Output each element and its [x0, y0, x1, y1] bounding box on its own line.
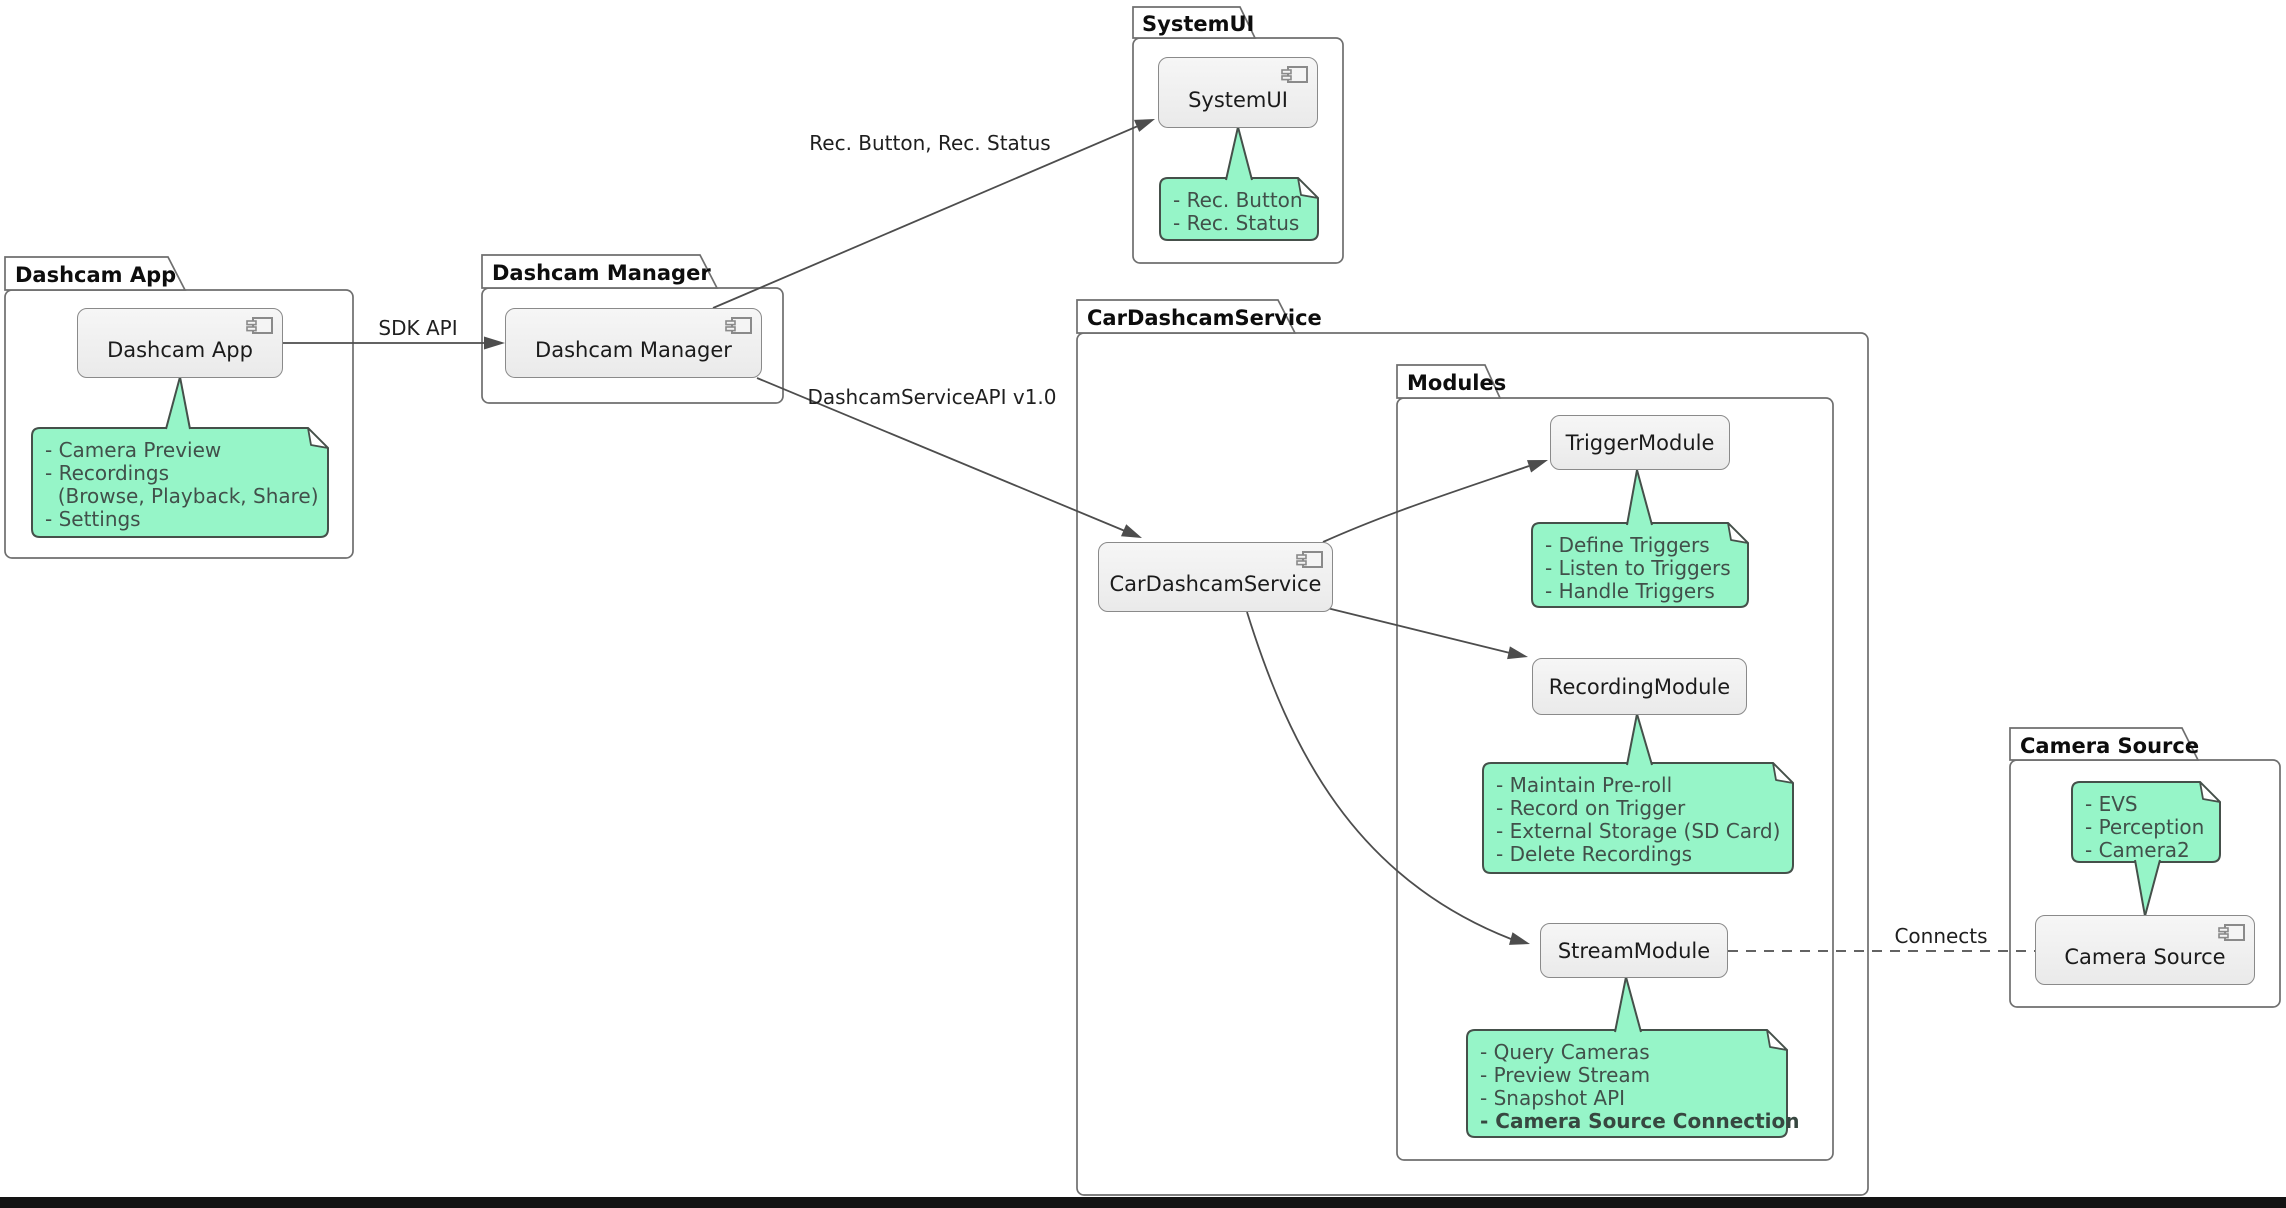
- note-line: - Record on Trigger: [1496, 796, 1686, 820]
- note-pointer-dashcam-app: [165, 376, 191, 432]
- note-line: - Query Cameras: [1480, 1040, 1650, 1064]
- note-line: - Perception: [2085, 815, 2205, 839]
- component-label: StreamModule: [1557, 938, 1711, 963]
- note-dashcam-app: - Camera Preview - Recordings (Browse, P…: [32, 432, 328, 531]
- package-title-dashcam-manager: Dashcam Manager: [492, 261, 711, 285]
- edge-service-to-stream: [1246, 611, 1512, 940]
- component-dashcam-manager: Dashcam Manager: [505, 308, 762, 378]
- component-systemui: SystemUI: [1158, 57, 1318, 128]
- note-pointer-trigger: [1626, 469, 1653, 527]
- edge-label-rec-ui: Rec. Button, Rec. Status: [809, 131, 1051, 155]
- note-line: (Browse, Playback, Share): [45, 484, 319, 508]
- package-title-camera-source: Camera Source: [2020, 734, 2200, 758]
- note-line: - Delete Recordings: [1496, 842, 1693, 866]
- component-camera-source: Camera Source: [2035, 915, 2255, 985]
- note-line: - Maintain Pre-roll: [1496, 773, 1673, 797]
- note-line: - EVS: [2085, 792, 2138, 816]
- edge-label-service-api: DashcamServiceAPI v1.0: [807, 385, 1057, 409]
- note-line: - Camera Source Connection: [1480, 1109, 1800, 1133]
- component-trigger-module: TriggerModule: [1550, 415, 1730, 470]
- note-line: - Rec. Status: [1173, 211, 1300, 235]
- component-icon: [723, 316, 753, 338]
- note-line: - Recordings: [45, 461, 170, 485]
- component-car-dashcam-service: CarDashcamService: [1098, 542, 1333, 612]
- component-label: CarDashcamService: [1109, 572, 1322, 596]
- note-pointer-camera-source: [2134, 858, 2161, 917]
- component-icon: [1294, 550, 1324, 572]
- component-dashcam-app: Dashcam App: [77, 308, 283, 378]
- component-icon: [2216, 923, 2246, 945]
- component-label: Dashcam App: [107, 338, 253, 362]
- note-line: - Handle Triggers: [1545, 579, 1715, 603]
- component-label: Dashcam Manager: [535, 338, 732, 362]
- note-recording-module: - Maintain Pre-roll - Record on Trigger …: [1483, 767, 1793, 866]
- component-label: TriggerModule: [1565, 430, 1715, 455]
- package-title-car-dashcam-service: CarDashcamService: [1087, 306, 1322, 330]
- component-label: RecordingModule: [1548, 674, 1731, 699]
- note-line: - External Storage (SD Card): [1496, 819, 1781, 843]
- note-line: - Camera2: [2085, 838, 2190, 862]
- note-pointer-systemui: [1225, 126, 1253, 182]
- component-label: SystemUI: [1188, 87, 1288, 112]
- edge-label-connects: Connects: [1894, 924, 1988, 948]
- note-line: - Snapshot API: [1480, 1086, 1626, 1110]
- note-line: - Define Triggers: [1545, 533, 1710, 557]
- edge-label-sdk-api: SDK API: [378, 316, 458, 340]
- edge-service-to-trigger: [1322, 465, 1530, 543]
- package-title-dashcam-app: Dashcam App: [15, 263, 177, 287]
- arrowhead-service-api: [1121, 524, 1142, 538]
- note-line: - Listen to Triggers: [1545, 556, 1731, 580]
- arrowhead-to-recording: [1507, 646, 1528, 660]
- bottom-bar: [0, 1197, 2286, 1208]
- note-trigger-module: - Define Triggers - Listen to Triggers -…: [1532, 527, 1748, 603]
- note-line: - Camera Preview: [45, 438, 222, 462]
- arrowhead-to-trigger: [1527, 460, 1548, 473]
- arrowhead-rec-ui: [1134, 119, 1155, 132]
- note-pointer-stream: [1614, 976, 1642, 1034]
- component-stream-module: StreamModule: [1540, 923, 1728, 978]
- note-stream-module: - Query Cameras - Preview Stream - Snaps…: [1467, 1034, 1800, 1133]
- note-systemui: - Rec. Button - Rec. Status: [1160, 182, 1318, 235]
- note-line: - Preview Stream: [1480, 1063, 1651, 1087]
- edge-service-to-recording: [1326, 607, 1511, 654]
- note-pointer-recording: [1626, 713, 1653, 767]
- note-camera-source: - EVS - Perception - Camera2: [2072, 786, 2220, 862]
- component-label: Camera Source: [2064, 945, 2226, 969]
- package-title-systemui: SystemUI: [1142, 12, 1255, 36]
- note-line: - Rec. Button: [1173, 188, 1303, 212]
- package-title-modules: Modules: [1407, 371, 1507, 395]
- component-recording-module: RecordingModule: [1532, 658, 1747, 715]
- arrowhead-to-stream: [1509, 932, 1530, 945]
- component-icon: [244, 316, 274, 338]
- arrowhead-sdk-api: [484, 336, 505, 350]
- note-line: - Settings: [45, 507, 141, 531]
- component-icon: [1279, 65, 1309, 87]
